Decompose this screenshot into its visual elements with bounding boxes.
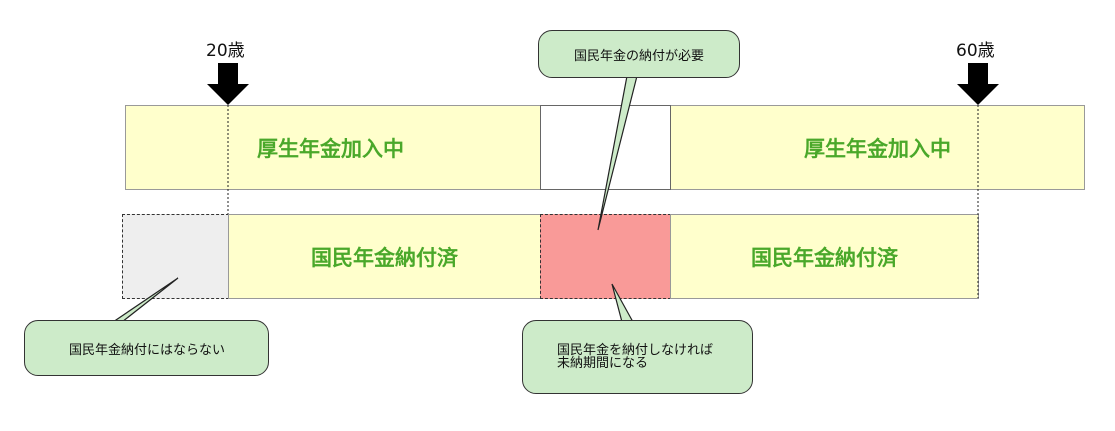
unpaid-box — [540, 214, 671, 299]
callout-text-line1: 国民年金を納付しなければ — [557, 343, 714, 358]
callout-unpaid: 国民年金を納付しなければ 未納期間になる — [522, 320, 753, 394]
employee-pension-label-right: 厚生年金加入中 — [804, 136, 951, 161]
callout-text-line2: 未納期間になる — [557, 356, 649, 371]
employee-pension-label-left: 厚生年金加入中 — [257, 136, 404, 161]
gap-period-box — [540, 105, 671, 190]
callout-not-counted: 国民年金納付にはならない — [24, 320, 269, 376]
national-pension-paid-right: 国民年金納付済 — [670, 214, 979, 299]
age-20-label: 20歳 — [206, 41, 245, 61]
callout-text: 国民年金の納付が必要 — [573, 48, 704, 64]
callout-payment-required: 国民年金の納付が必要 — [538, 30, 740, 78]
age-60-label: 60歳 — [956, 41, 995, 61]
callout-text: 国民年金納付にはならない — [69, 342, 226, 358]
arrow-down-icon — [957, 63, 999, 105]
arrow-down-icon — [207, 63, 249, 105]
national-pension-paid-left: 国民年金納付済 — [228, 214, 541, 299]
